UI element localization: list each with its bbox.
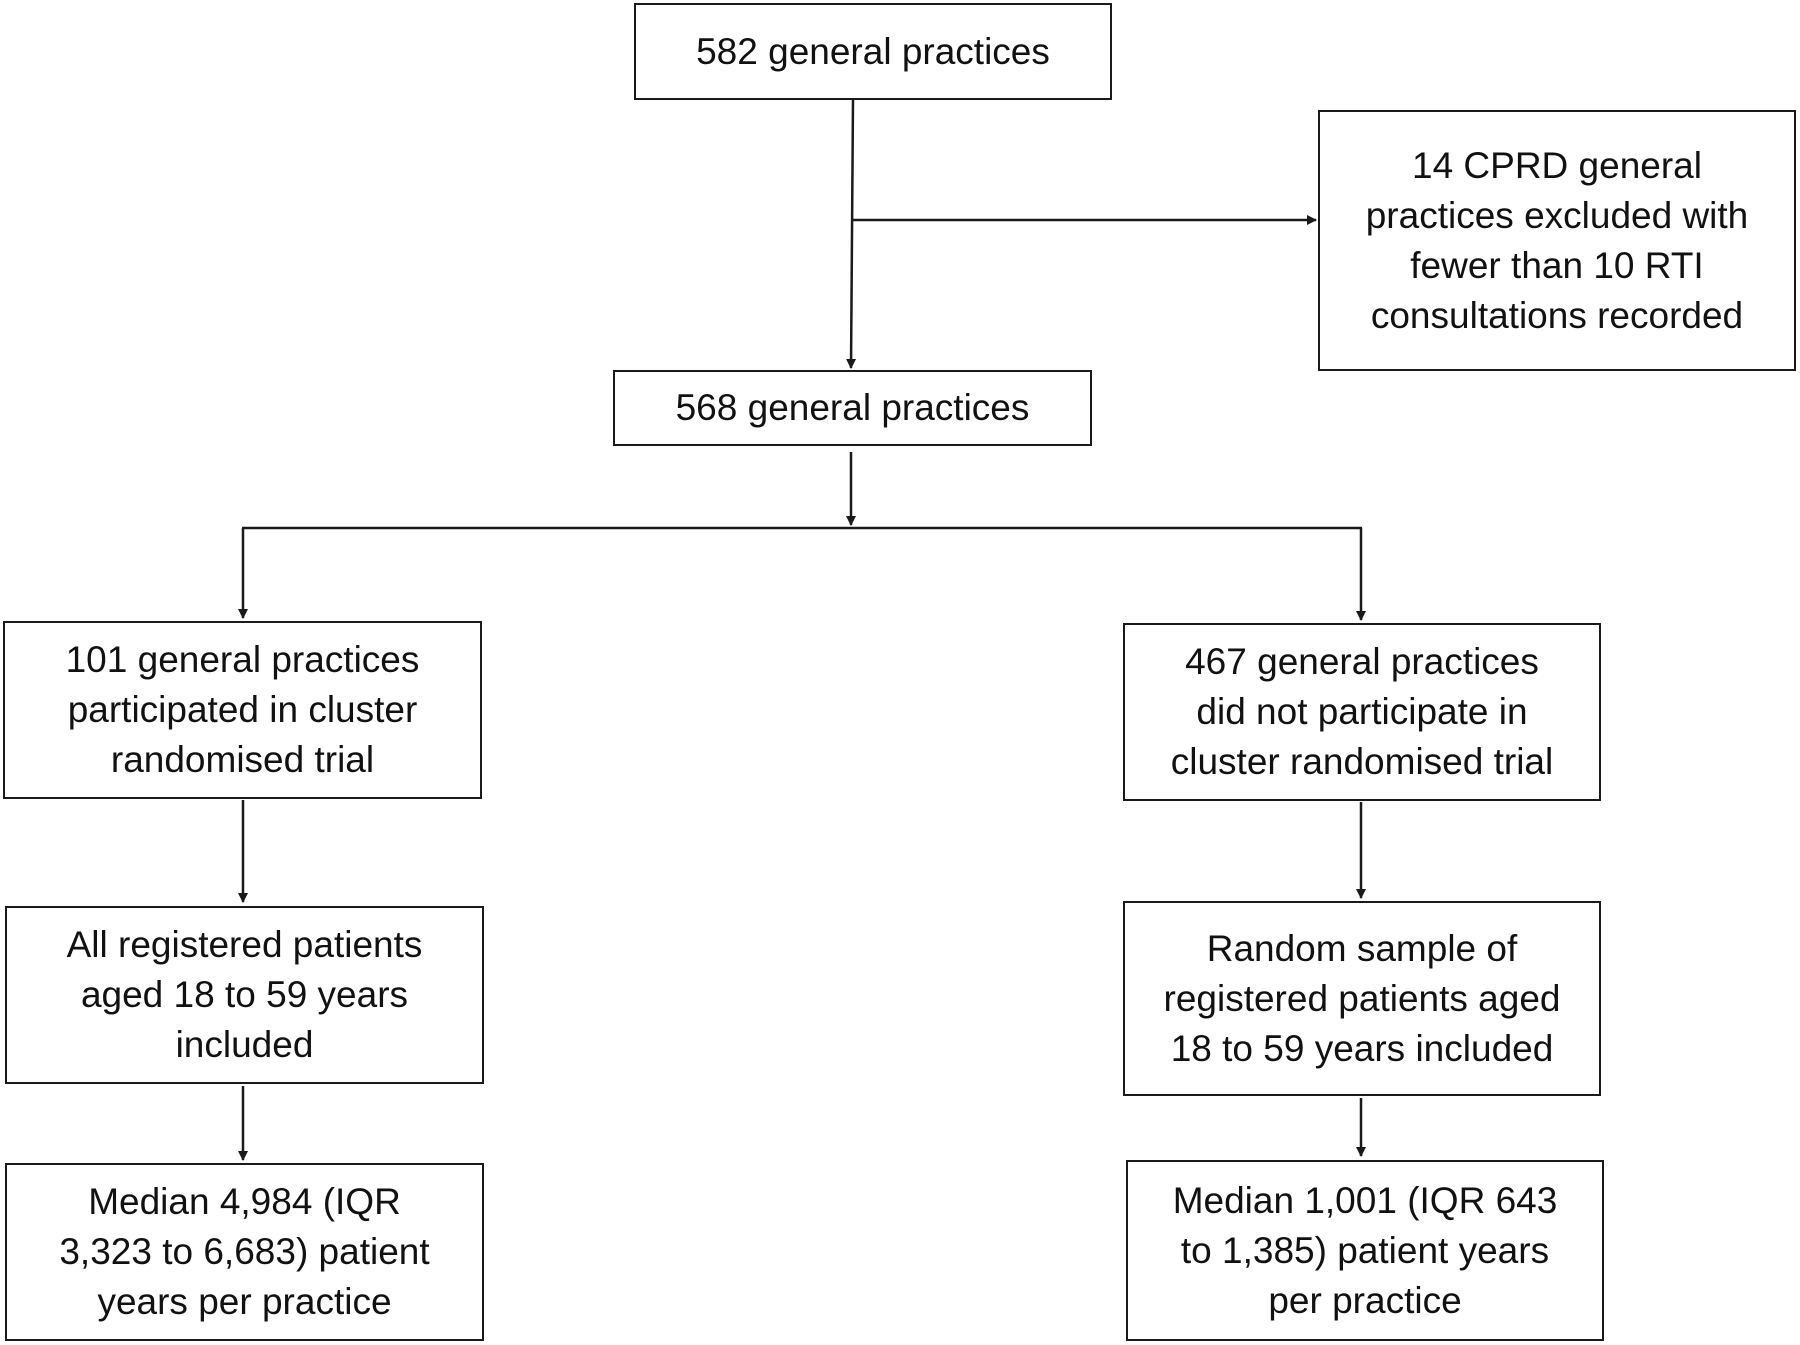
box-line: All registered patients [66,924,423,965]
box-median-right: Median 1,001 (IQR 643 to 1,385) patient … [1126,1160,1604,1341]
box-line: 568 general practices [675,387,1030,428]
box-line: did not participate in [1196,691,1528,732]
box-line: consultations recorded [1370,294,1744,336]
box-line: 467 general practices [1185,641,1539,682]
box-line: included [175,1024,314,1065]
box-line: randomised trial [110,739,375,780]
box-line: Random sample of [1206,927,1518,969]
box-line: registered patients aged [1163,977,1561,1019]
box-line: Median 1,001 (IQR 643 [1172,1179,1558,1221]
box-line: fewer than 10 RTI [1410,244,1704,286]
box-line: 101 general practices [65,639,420,680]
box-line: participated in cluster [67,689,418,730]
box-line: cluster randomised trial [1170,741,1554,782]
box-excluded-practices: 14 CPRD general practices excluded with … [1318,110,1796,371]
box-line: 582 general practices [696,30,1050,72]
box-line: practices excluded with [1365,194,1749,236]
box-line: Median 4,984 (IQR [88,1181,401,1222]
box-line: years per practice [97,1281,392,1322]
box-line: 18 to 59 years included [1170,1027,1554,1069]
box-line: 3,323 to 6,683) patient [59,1231,430,1272]
box-line: aged 18 to 59 years [80,974,409,1015]
box-line: per practice [1268,1279,1462,1321]
box-random-sample: Random sample of registered patients age… [1123,901,1601,1096]
box-582-general-practices: 582 general practices [634,3,1112,100]
box-467-not-participated: 467 general practices did not participat… [1123,623,1601,801]
box-median-left: Median 4,984 (IQR 3,323 to 6,683) patien… [5,1163,484,1341]
arrow-582-to-568 [846,99,857,369]
box-101-participated: 101 general practices participated in cl… [3,621,482,799]
box-line: 14 CPRD general [1412,144,1702,186]
box-all-registered-patients: All registered patients aged 18 to 59 ye… [5,906,484,1084]
box-line: to 1,385) patient years [1180,1229,1550,1271]
box-568-general-practices: 568 general practices [613,370,1092,446]
